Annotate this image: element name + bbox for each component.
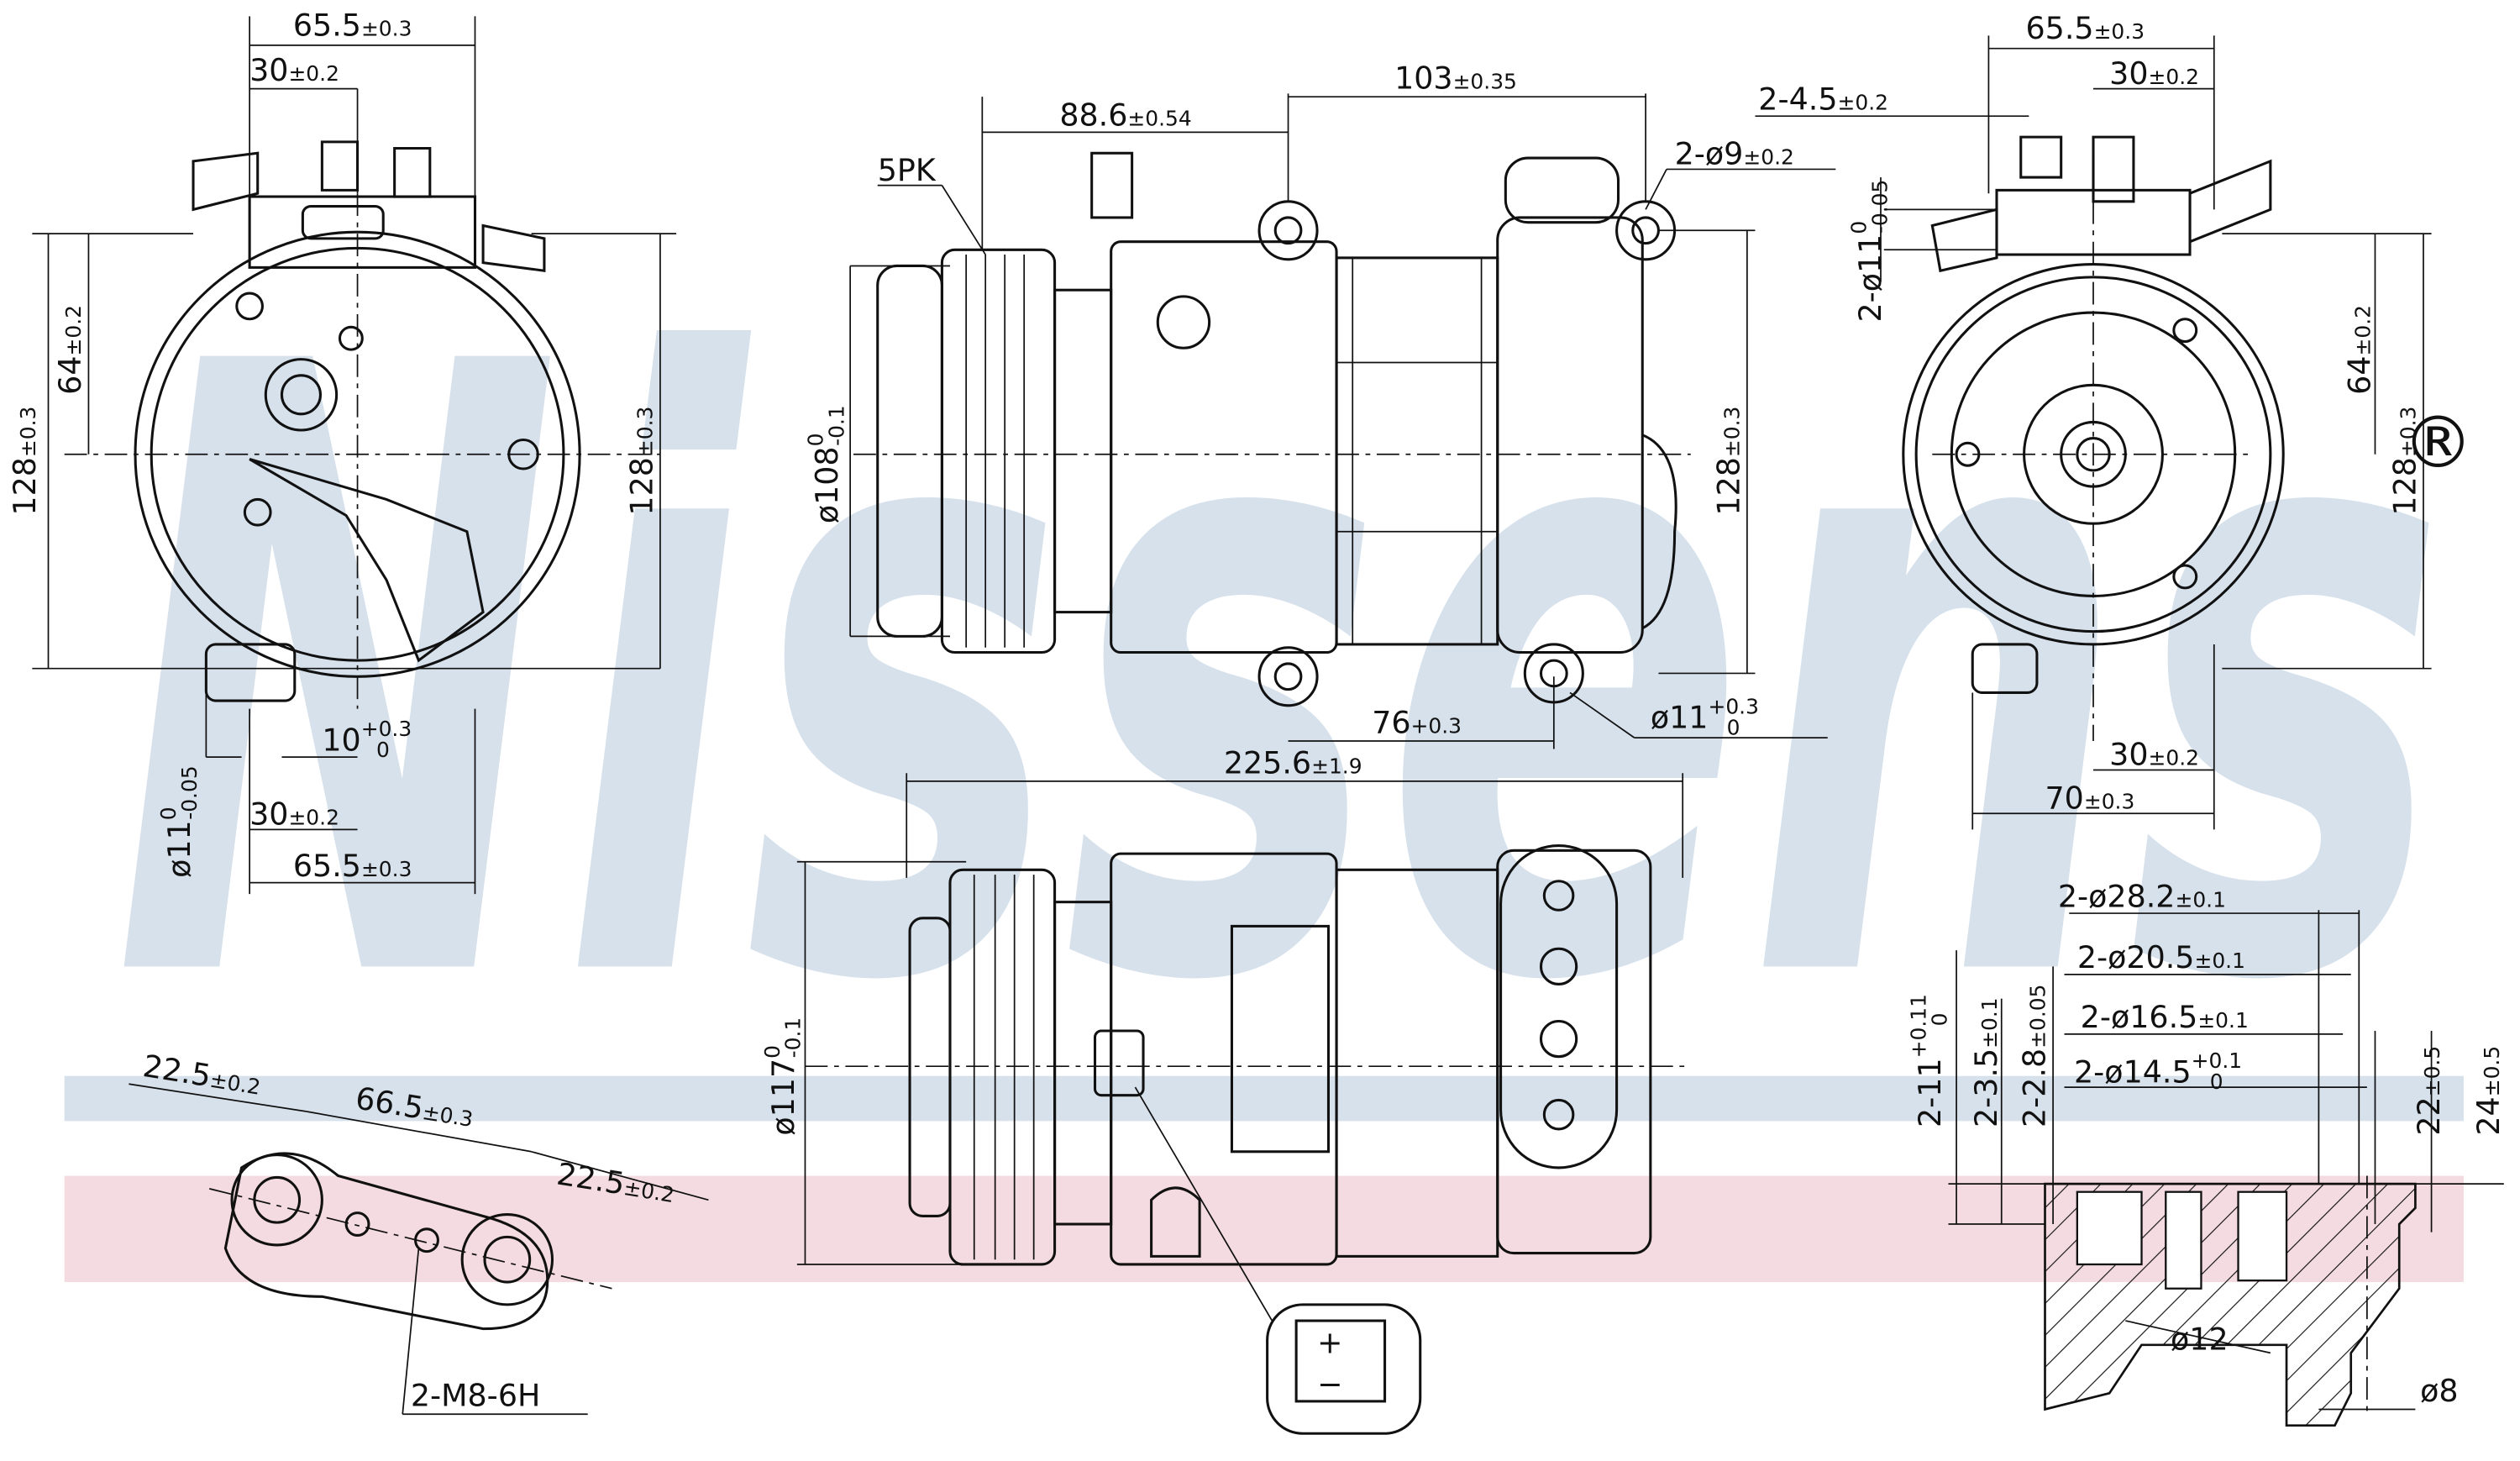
dim-overall-length: 225.6±1.9 <box>1224 744 1362 780</box>
dim-left-half-height: 64±0.2 <box>52 305 88 395</box>
side-view: 5PK 88.6±0.54 103±0.35 2-ø9±0.2 ø1080-0.… <box>804 60 1836 878</box>
dim-belt-type: 5PK <box>878 152 937 188</box>
front-view-left: 65.5±0.3 30±0.2 128±0.3 64±0.2 128±0.3 1… <box>7 7 677 895</box>
dim-port-depth3: 2-2.8±0.05 <box>2017 984 2053 1127</box>
dim-pulley-diameter: ø1080-0.1 <box>804 405 849 523</box>
connector-pin-minus: − <box>1317 1366 1343 1402</box>
dim-right-height: 128±0.3 <box>2386 407 2423 516</box>
bottom-view: + − ø1170-0.1 <box>760 844 1691 1435</box>
dim-port-h2: 24±0.5 <box>2470 1046 2507 1136</box>
dim-right-top-width: 65.5±0.3 <box>2026 10 2145 46</box>
dim-right-slot: 2-4.5±0.2 <box>1758 81 1888 118</box>
dim-left-top-offset: 30±0.2 <box>249 52 339 88</box>
dim-right-bore: 2-ø110-0.05 <box>1847 180 1893 323</box>
watermark-band-blue <box>64 1075 2464 1122</box>
dim-left-bore: ø110-0.05 <box>156 765 202 878</box>
connector-pin-plus: + <box>1317 1324 1343 1360</box>
dim-plate-thread: 2-M8-6H <box>411 1378 541 1414</box>
dim-port-h1: 22±0.5 <box>2411 1046 2447 1136</box>
dim-port-d1: 2-ø28.2±0.1 <box>2058 878 2226 914</box>
dim-left-top-width: 65.5±0.3 <box>293 7 412 43</box>
dim-right-half-height: 64±0.2 <box>2342 305 2378 395</box>
dim-port-small-bore: ø12 <box>2171 1322 2229 1358</box>
dim-port-depth1: 2-11+0.110 <box>1907 994 1952 1127</box>
dim-mount-spacing: 103±0.35 <box>1394 60 1517 97</box>
port-section-view: 2-ø28.2±0.1 2-ø20.5±0.1 2-ø16.5±0.1 2-ø1… <box>1907 878 2507 1427</box>
dim-port-depth2: 2-3.5±0.1 <box>1968 997 2004 1127</box>
dim-bottom-pulley: ø1170-0.1 <box>760 1017 806 1136</box>
dim-right-bottom-width: 70±0.3 <box>2045 780 2135 816</box>
dim-right-bottom-offset: 30±0.2 <box>2109 737 2199 773</box>
dim-right-top-offset: 30±0.2 <box>2109 55 2199 92</box>
dim-port-pin-bore: ø8 <box>2420 1373 2458 1409</box>
dim-port-d2: 2-ø20.5±0.1 <box>2077 939 2245 975</box>
dim-left-height-right: 128±0.3 <box>623 407 659 516</box>
dim-port-d3: 2-ø16.5±0.1 <box>2081 999 2249 1035</box>
front-view-right: 65.5±0.3 30±0.2 2-4.5±0.2 2-ø110-0.05 64… <box>1755 10 2432 830</box>
registered-mark: ® <box>2402 402 2473 484</box>
dim-left-bottom-width: 65.5±0.3 <box>293 848 412 884</box>
dim-rear-mount: 76+0.3 <box>1372 704 1462 740</box>
dim-left-bottom-offset: 30±0.2 <box>249 796 339 833</box>
dim-side-height: 128±0.3 <box>1710 407 1746 516</box>
watermark-text: Nissens <box>113 190 2448 1164</box>
dim-pulley-to-mount: 88.6±0.54 <box>1059 97 1191 134</box>
dim-mount-holes: 2-ø9±0.2 <box>1675 136 1794 172</box>
dim-left-height: 128±0.3 <box>7 407 43 516</box>
connector-inset <box>1266 1303 1422 1435</box>
